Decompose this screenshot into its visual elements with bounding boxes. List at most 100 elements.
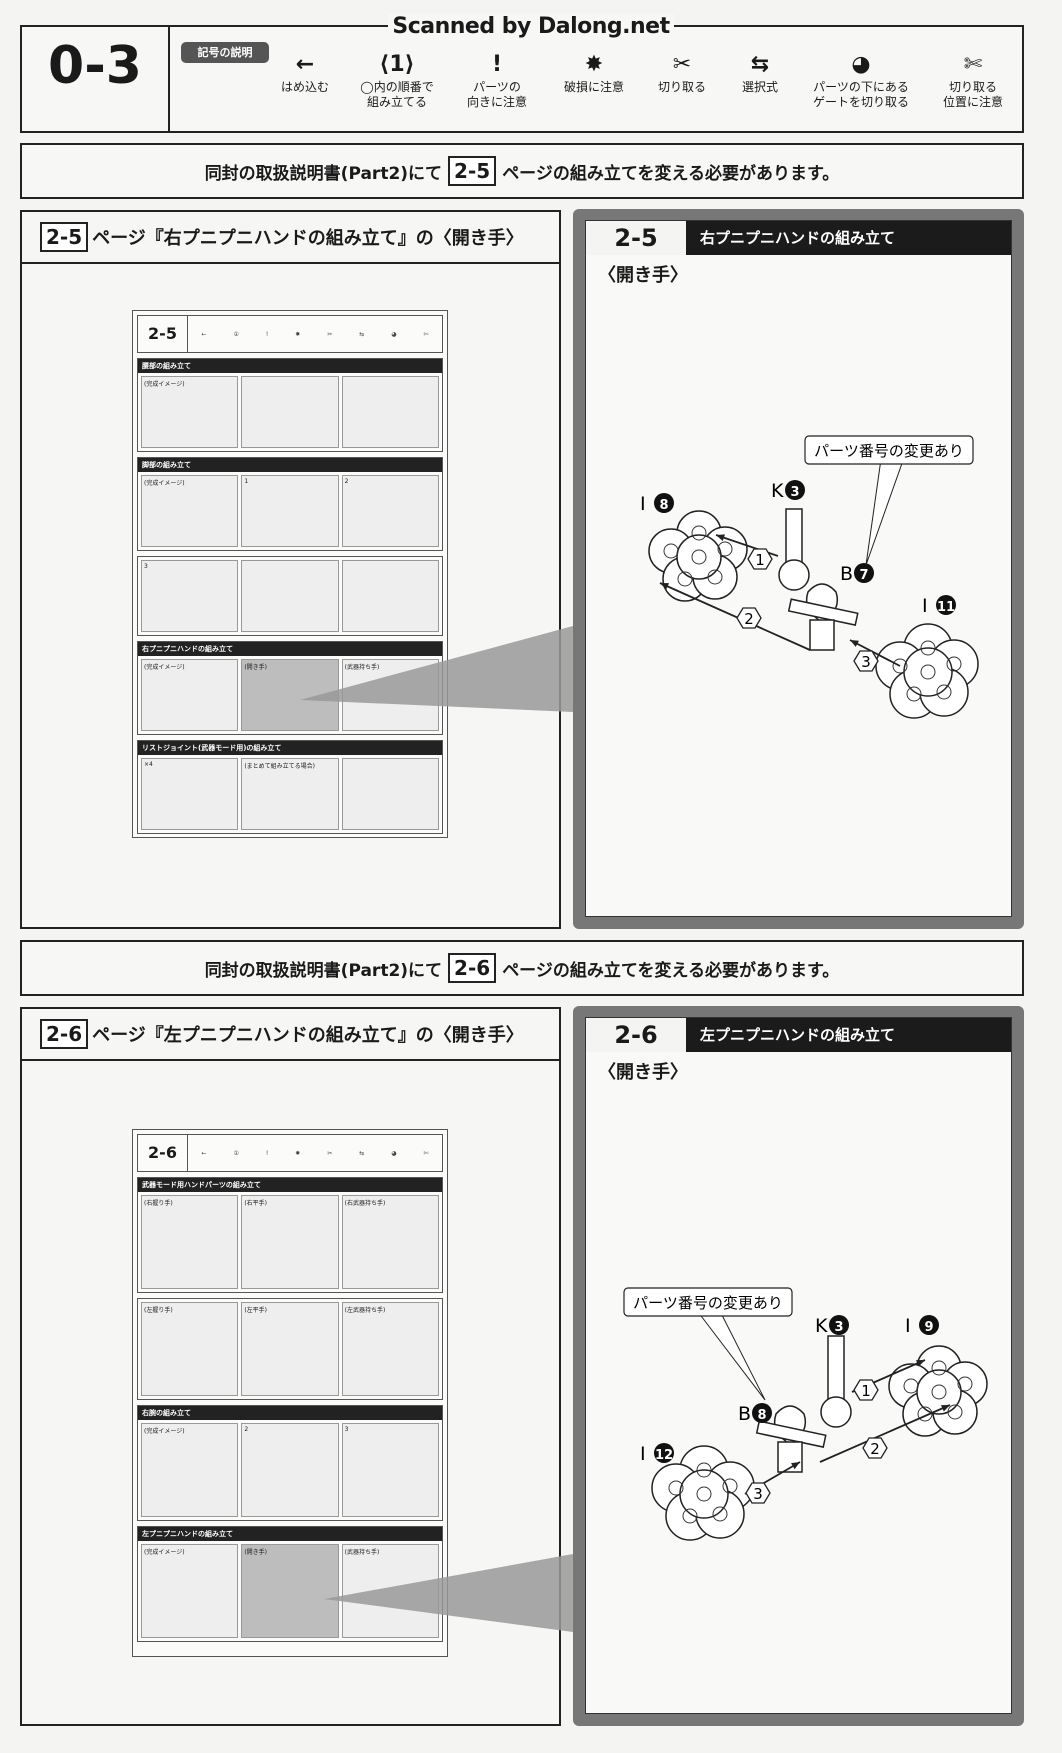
thumb-cell: 3 <box>341 1423 439 1517</box>
thumb-cell: (左平手) <box>241 1302 339 1396</box>
thumb-cell: (左握り手) <box>141 1302 239 1396</box>
callout-text: パーツ番号の変更あり <box>633 1294 783 1312</box>
arrow-head <box>660 583 669 590</box>
callout-pointer <box>865 461 904 566</box>
thumb-section: (左握り手)(左平手)(左武器持ち手) <box>137 1298 443 1400</box>
original-page-title: 2-6 ページ『左プニプニハンドの組み立て』の〈開き手〉 <box>22 1009 559 1061</box>
legend-label: パーツの下にある <box>813 80 909 94</box>
legend-item: ⟨1⟩ ◯内の順番で 組み立てる <box>342 50 452 110</box>
legend-item: ◕ パーツの下にある ゲートを切り取る <box>806 50 916 110</box>
assembly-arrow <box>819 1404 951 1463</box>
thumb-cell: 1 <box>241 475 339 547</box>
i9-hand-part-socket <box>957 1376 973 1392</box>
part-number-badge <box>936 595 956 615</box>
legend-title-badge: 記号の説明 <box>181 42 269 63</box>
thumb-cell: ×4 <box>141 758 239 830</box>
thumb-cell <box>241 560 339 632</box>
i8-hand-part-socket <box>707 569 723 585</box>
thumb-cell: (まとめて組み立てる場合) <box>241 758 339 830</box>
legend-label: パーツの <box>473 80 521 94</box>
part-runner-letter: B <box>738 1403 751 1425</box>
i8-hand-part-socket <box>663 543 679 559</box>
b-frame-part <box>809 619 835 651</box>
thumb-cell: (完成イメージ) <box>141 1544 239 1638</box>
i12-hand-part-socket <box>712 1506 728 1522</box>
part-runner-letter: K <box>771 480 784 502</box>
thumb-cell: (右平手) <box>241 1195 339 1289</box>
page-number-box: 2-6 <box>40 1019 89 1049</box>
revised-step-header: 2-6 左プニプニハンドの組み立て <box>586 1018 1011 1052</box>
part-number: 11 <box>937 600 955 615</box>
part-number: 3 <box>834 1320 843 1335</box>
nipper-cut-icon: ✂ <box>672 52 692 77</box>
thumb-section-title: 脚部の組み立て <box>138 458 442 472</box>
i9-hand-part-socket <box>947 1404 963 1420</box>
part-number-badge <box>785 480 805 500</box>
watermark: Scanned by Dalong.net <box>0 14 1062 39</box>
thumb-section-body: 3 <box>138 557 442 635</box>
thumb-cell: (完成イメージ) <box>141 376 239 448</box>
step-order-number: 1 <box>755 551 765 569</box>
thumb-section: リストジョイント(武器モード用)の組み立て ×4(まとめて組み立てる場合) <box>137 740 443 834</box>
revised-step-header: 2-5 右プニプニハンドの組み立て <box>586 221 1011 255</box>
legend-label: ゲートを切り取る <box>812 95 909 109</box>
legend-label: 向きに注意 <box>466 95 527 109</box>
i8-hand-part-socket <box>691 525 707 541</box>
i11-hand-part-socket <box>906 686 922 702</box>
part-runner-letter: K <box>815 1315 828 1337</box>
page-title-text: ページ『右プニプニハンドの組み立て』の〈開き手〉 <box>92 228 524 249</box>
part-number: 8 <box>757 1408 766 1423</box>
i12-hand-part-socket <box>696 1486 712 1502</box>
i9-hand-part <box>916 1369 962 1415</box>
thumb-cell: (開き手) <box>241 1544 339 1638</box>
revised-step-title: 右プニプニハンドの組み立て <box>700 229 896 247</box>
i9-hand-part-socket <box>931 1384 947 1400</box>
i12-hand-part-socket <box>722 1478 738 1494</box>
i8-hand-part-socket <box>717 541 733 557</box>
part-runner-letter: B <box>840 563 853 585</box>
part-number: 8 <box>659 498 668 513</box>
arrow-head <box>791 1462 800 1470</box>
swap-arrows-icon: ⇆ <box>750 52 770 77</box>
k-joint-ball <box>820 1396 852 1428</box>
part-number-badge <box>654 1443 674 1463</box>
legend-item: ← はめ込む <box>250 50 360 95</box>
part-number-badge <box>654 493 674 513</box>
callout-text: パーツ番号の変更あり <box>814 442 964 460</box>
i11-hand-part-socket <box>920 664 936 680</box>
header-divider <box>168 25 170 132</box>
step-order-number: 3 <box>753 1485 763 1503</box>
legend-label: 切り取る <box>948 80 997 94</box>
part-number: 3 <box>790 485 799 500</box>
thumb-section: 腰部の組み立て (完成イメージ) <box>137 358 443 452</box>
thumb-cell <box>341 560 439 632</box>
i11-hand-part-socket <box>946 656 962 672</box>
step-order-hexagon <box>853 1379 879 1401</box>
hexagon-number-icon: ⟨1⟩ <box>379 52 415 77</box>
thumb-section-title: 右腕の組み立て <box>138 1406 442 1420</box>
thumb-section-body: (右握り手)(右平手)(右武器持ち手) <box>138 1192 442 1292</box>
part-number-badge <box>829 1315 849 1335</box>
original-page-title: 2-5 ページ『右プニプニハンドの組み立て』の〈開き手〉 <box>22 212 559 264</box>
legend-item: ✸ 破損に注意 <box>539 50 649 95</box>
thumb-cell: (完成イメージ) <box>141 659 239 731</box>
part-runner-letter: I <box>905 1315 911 1337</box>
thumb-cell: (完成イメージ) <box>141 475 239 547</box>
page-thumbnail: 2-6 ←①!✸✂⇆◕✄ 武器モード用ハンドパーツの組み立て (右握り手)(右平… <box>132 1129 448 1657</box>
i12-hand-part-socket <box>668 1480 684 1496</box>
arrow-left-icon: ← <box>295 52 315 77</box>
step-order-hexagon <box>853 650 879 672</box>
legend-item: ! パーツの 向きに注意 <box>442 50 552 110</box>
part-number: 7 <box>859 568 868 583</box>
k-joint-rod <box>827 1335 845 1407</box>
thumb-section-title: 武器モード用ハンドパーツの組み立て <box>138 1178 442 1192</box>
thumb-section-title: リストジョイント(武器モード用)の組み立て <box>138 741 442 755</box>
revised-step-number: 2-5 <box>586 221 686 255</box>
thumb-section-body: ×4(まとめて組み立てる場合) <box>138 755 442 833</box>
assembly-arrow <box>849 639 901 667</box>
step-order-hexagon <box>736 607 762 629</box>
zoom-callout-wedge <box>300 626 573 712</box>
thumb-cell: (右武器持ち手) <box>341 1195 439 1289</box>
